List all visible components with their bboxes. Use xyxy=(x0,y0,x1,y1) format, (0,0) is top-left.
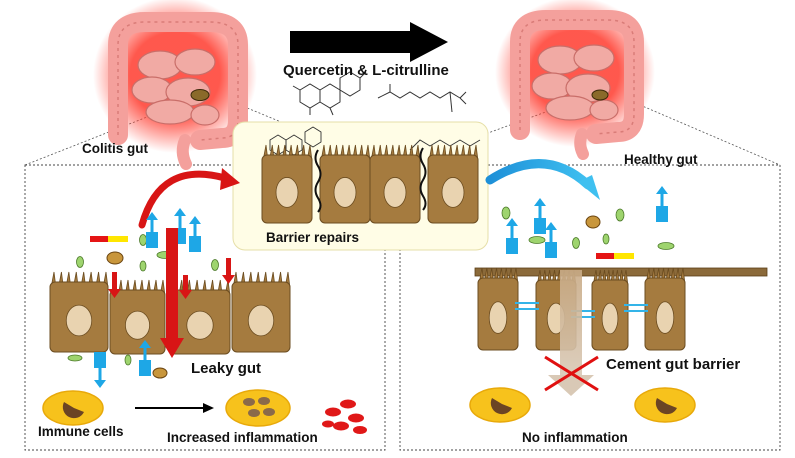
colitis-gut-illustration xyxy=(93,0,257,170)
blue-marker xyxy=(506,218,518,254)
repair-linkers xyxy=(314,147,427,213)
epithelial-cell xyxy=(477,267,519,351)
blue-curved-arrow xyxy=(485,159,593,190)
immune-cell-right-2 xyxy=(634,387,696,423)
right-blue-markers xyxy=(506,186,668,258)
blue-marker xyxy=(545,222,557,258)
inflammation-arrowhead xyxy=(203,403,214,413)
cement-gut-barrier-label: Cement gut barrier xyxy=(606,356,741,373)
blue-curved-arrowhead xyxy=(578,175,600,200)
repair-epithelial-cells xyxy=(261,144,479,224)
blue-marker xyxy=(656,186,668,222)
epithelial-cell xyxy=(591,269,629,351)
quercetin-structure xyxy=(292,71,367,116)
immune-cells-label: Immune cells xyxy=(38,424,124,439)
colitis-sample-spot xyxy=(190,89,210,101)
epithelial-cell xyxy=(109,279,166,355)
epithelial-cell xyxy=(231,271,291,353)
barrier-chem-small xyxy=(269,126,481,156)
treatment-label: Quercetin & L-citrulline xyxy=(283,62,449,79)
right-molecules xyxy=(501,206,675,259)
blue-marker xyxy=(146,212,158,248)
leaky-gut-label: Leaky gut xyxy=(191,360,262,377)
red-cross xyxy=(544,355,599,392)
epithelial-cell xyxy=(49,271,109,353)
blue-marker xyxy=(139,340,151,376)
toxin-bar-right xyxy=(596,253,614,259)
immune-cell-right-1 xyxy=(469,387,531,423)
immune-cell-left xyxy=(42,390,104,426)
blue-marker xyxy=(189,216,201,252)
increased-inflammation-label: Increased inflammation xyxy=(167,430,318,445)
activated-immune-cell xyxy=(225,389,291,427)
no-inflammation-label: No inflammation xyxy=(522,430,628,445)
healthy-gut-illustration xyxy=(495,0,655,160)
colitis-gut-label: Colitis gut xyxy=(82,141,148,156)
blue-marker xyxy=(94,352,106,388)
leaky-epithelial-cells xyxy=(49,271,291,355)
epithelial-cell xyxy=(369,144,421,224)
left-red-arrows xyxy=(108,228,235,358)
healthy-panel xyxy=(399,164,781,451)
leak-arrow-main xyxy=(166,228,178,340)
right-zoom-line-2 xyxy=(639,104,781,166)
colitis-panel xyxy=(24,164,386,451)
epithelial-cell xyxy=(319,144,371,224)
epithelial-cell xyxy=(427,144,479,224)
red-curved-arrowhead xyxy=(220,168,240,190)
barrier-repairs-label: Barrier repairs xyxy=(266,230,360,245)
red-curved-arrow xyxy=(138,170,229,229)
epithelial-cell xyxy=(261,144,313,224)
red-blood-cells xyxy=(322,399,367,434)
healthy-sample-spot xyxy=(591,89,609,101)
healthy-gut-label: Healthy gut xyxy=(624,152,698,167)
toxin-bar xyxy=(90,236,108,242)
blue-marker xyxy=(534,198,546,234)
epithelial-cell xyxy=(644,267,686,351)
treatment-arrow xyxy=(290,22,448,62)
l-citrulline-structure xyxy=(377,84,467,113)
